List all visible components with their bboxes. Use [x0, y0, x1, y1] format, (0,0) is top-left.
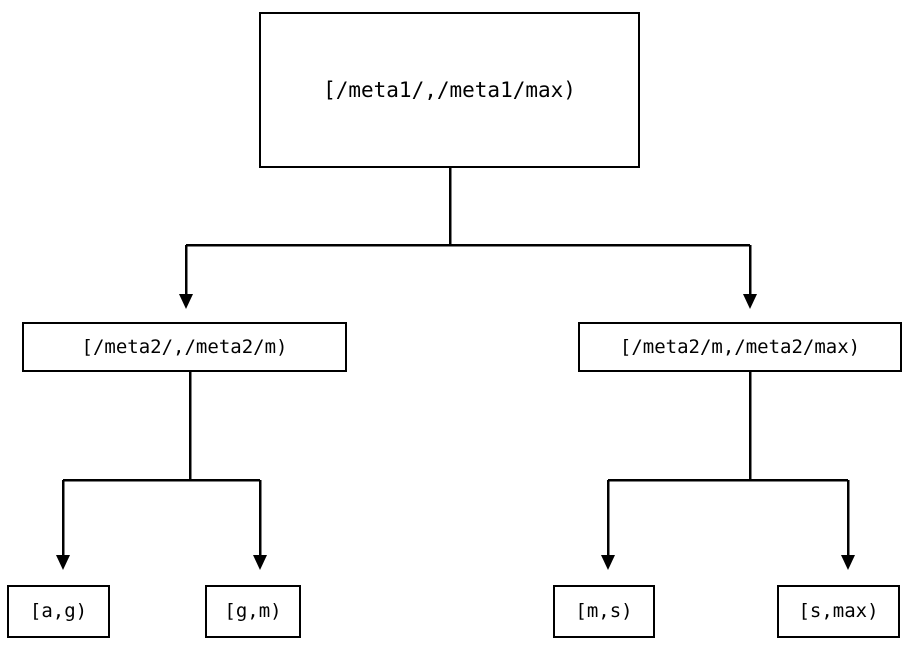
- tree-node-leaf-ag[interactable]: [a,g): [7, 585, 110, 638]
- arrowhead-to-leaf-ag: [56, 555, 70, 570]
- tree-node-left-mid-label: [/meta2/,/meta2/m): [81, 335, 288, 358]
- tree-node-leaf-ag-label: [a,g): [29, 600, 88, 622]
- arrowhead-to-leaf-ms: [601, 555, 615, 570]
- tree-node-left-mid[interactable]: [/meta2/,/meta2/m): [22, 322, 347, 372]
- arrowhead-to-left-mid: [179, 294, 193, 309]
- tree-node-right-mid[interactable]: [/meta2/m,/meta2/max): [578, 322, 902, 372]
- tree-node-leaf-smax-label: [s,max): [798, 600, 879, 622]
- tree-node-leaf-ms[interactable]: [m,s): [553, 585, 655, 638]
- tree-node-leaf-gm-label: [g,m): [224, 600, 282, 622]
- arrowhead-to-leaf-smax: [841, 555, 855, 570]
- tree-node-root-label: [/meta1/,/meta1/max): [323, 77, 576, 102]
- tree-node-right-mid-label: [/meta2/m,/meta2/max): [619, 335, 861, 358]
- tree-node-leaf-ms-label: [m,s): [575, 600, 633, 622]
- tree-node-leaf-smax[interactable]: [s,max): [777, 585, 900, 638]
- arrowhead-to-leaf-gm: [253, 555, 267, 570]
- tree-node-root[interactable]: [/meta1/,/meta1/max): [259, 12, 640, 168]
- tree-node-leaf-gm[interactable]: [g,m): [205, 585, 301, 638]
- arrowhead-to-right-mid: [743, 294, 757, 309]
